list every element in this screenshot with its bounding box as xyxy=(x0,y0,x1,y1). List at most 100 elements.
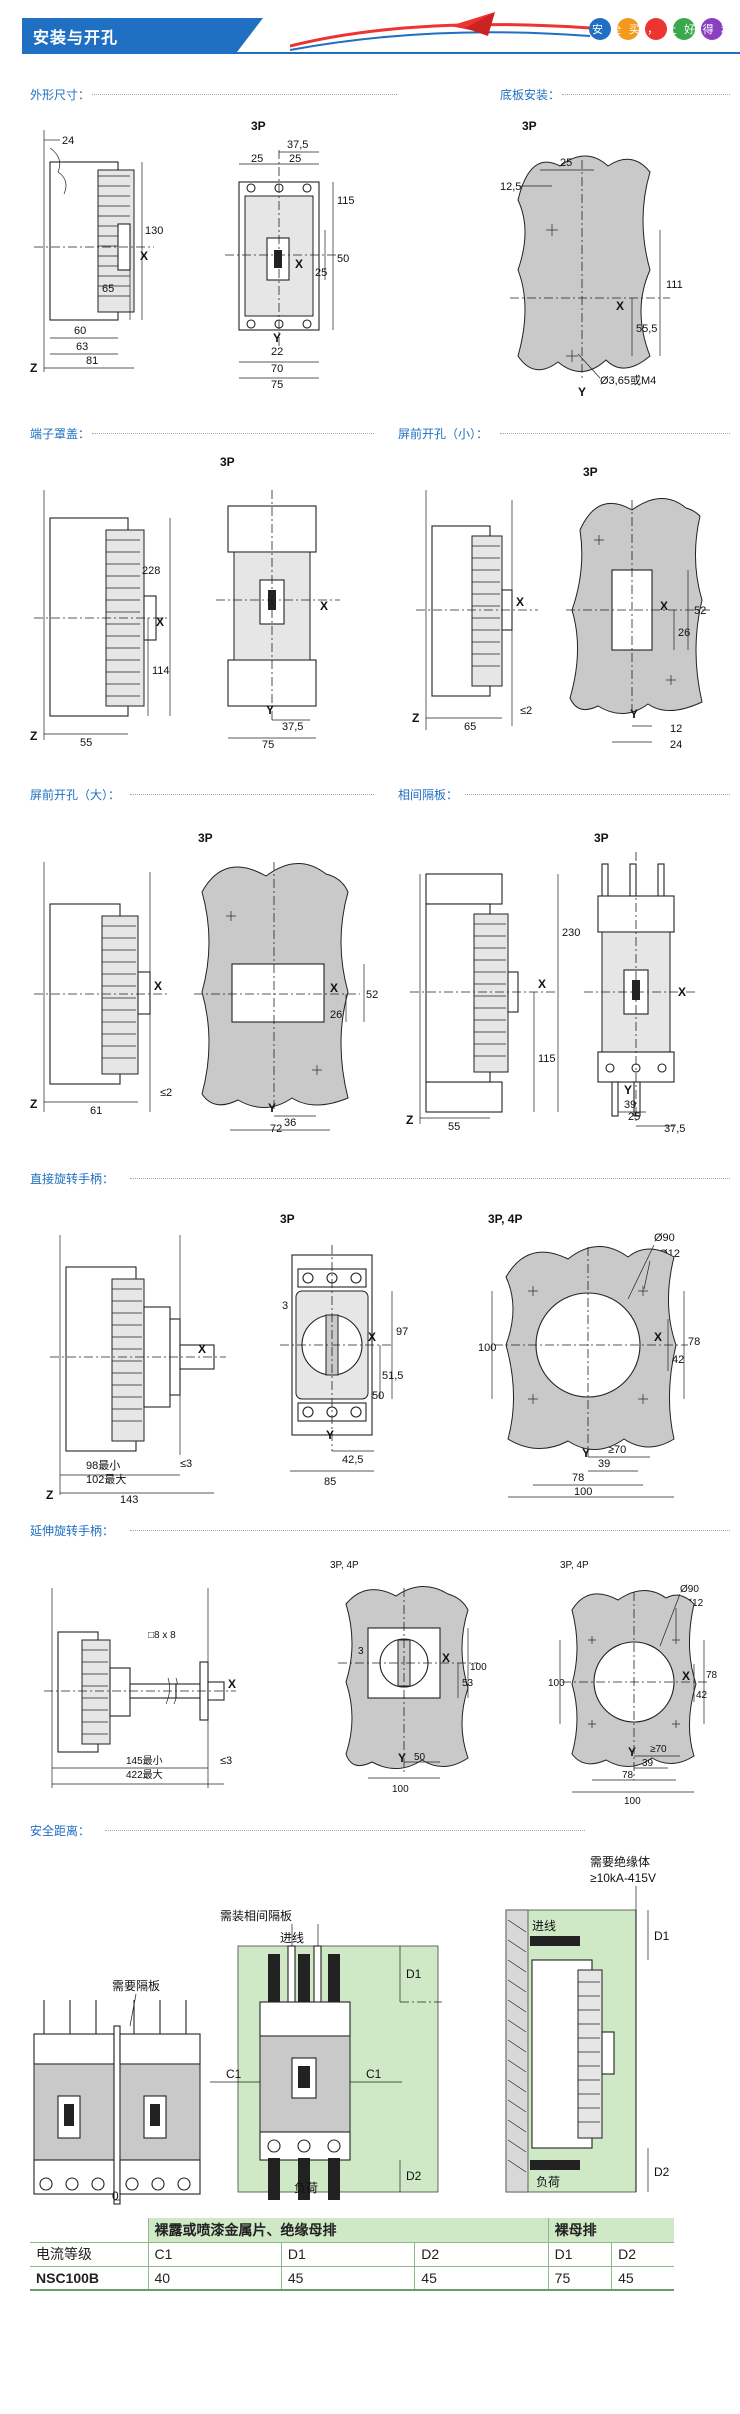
dim-100: 100 xyxy=(470,1662,487,1673)
section-rule xyxy=(92,94,397,95)
dim-228: 228 xyxy=(142,565,160,577)
dim-39: 39 xyxy=(598,1458,610,1470)
dim-42-5: 42,5 xyxy=(342,1454,363,1466)
table-col-c1: C1 xyxy=(147,2242,282,2267)
axis-y-label: Y xyxy=(326,1428,334,1442)
label-d1: D1 xyxy=(406,1967,422,1981)
extended-handle-cutout-view: 3P, 4P Ø90 4 Ø12 100 X 78 42 Y ≥70 39 78… xyxy=(548,1560,718,1807)
dim-36: 36 xyxy=(284,1117,296,1129)
section-outline: 外形尺寸： xyxy=(30,88,91,102)
axis-y-label: Y xyxy=(398,1751,406,1765)
page-title: 安装与开孔 xyxy=(33,28,119,47)
axis-y-label: Y xyxy=(630,707,638,721)
slogan-badge: 安全买，上好得利 xyxy=(589,18,732,40)
dim-60: 60 xyxy=(74,325,86,337)
dim-le2: ≤2 xyxy=(520,705,532,717)
table-col-d1: D1 xyxy=(280,2242,415,2267)
section-rule xyxy=(562,94,730,95)
outline-front-view: 3P 37,5 25 25 115 X 50 25 Y 22 70 75 xyxy=(225,119,355,391)
table-row: NSC100B 40 45 45 75 45 xyxy=(30,2266,674,2291)
label-insulator-rating: ≥10kA-415V xyxy=(590,1871,656,1885)
label-3p: 3P xyxy=(522,119,537,133)
axis-y-label: Y xyxy=(268,1101,276,1115)
table-cell: 45 xyxy=(280,2266,415,2291)
axis-z-label: Z xyxy=(412,711,419,725)
table-row-name: NSC100B xyxy=(30,2266,148,2291)
axis-x-label: X xyxy=(538,977,546,991)
dim-100-bottom: 100 xyxy=(392,1784,409,1795)
dim-85: 85 xyxy=(324,1476,336,1488)
header-title-tab xyxy=(22,18,263,52)
dim-le3: ≤3 xyxy=(180,1458,192,1470)
breaker-left xyxy=(33,2000,115,2195)
table-cell: 75 xyxy=(547,2266,612,2291)
dim-37-5: 37,5 xyxy=(282,721,303,733)
dim-72: 72 xyxy=(270,1123,282,1135)
section-rule xyxy=(500,433,730,434)
dim-65: 65 xyxy=(102,283,114,295)
axis-z-label: Z xyxy=(30,729,37,743)
label-3p: 3P xyxy=(594,831,609,845)
label-rod-8x8: □8 x 8 xyxy=(148,1630,176,1641)
axis-x-label: X xyxy=(442,1651,450,1665)
dim-52: 52 xyxy=(366,989,378,1001)
axis-y-label: Y xyxy=(624,1083,632,1097)
axis-y-label: Y xyxy=(628,1745,636,1759)
section-rule xyxy=(105,1830,585,1831)
panel-cut-large-drawing: 3P X Z 61 ≤2 X 52 26 Y 36 72 xyxy=(30,831,378,1135)
dim-75: 75 xyxy=(262,739,274,751)
dim-55: 55 xyxy=(80,737,92,749)
dim-70: 70 xyxy=(271,363,283,375)
dim-230: 230 xyxy=(562,927,580,939)
dim-24: 24 xyxy=(670,739,682,751)
label-zero: 0 xyxy=(112,2189,119,2203)
section-rule xyxy=(130,794,374,795)
dim-26: 26 xyxy=(678,627,690,639)
dim-51-5: 51,5 xyxy=(382,1370,403,1382)
axis-y-label: Y xyxy=(578,385,586,399)
label-incoming: 进线 xyxy=(280,1931,304,1945)
label-need-barrier: 需要隔板 xyxy=(112,1979,160,1993)
dim-12: 12 xyxy=(670,723,682,735)
label-422-max: 422最大 xyxy=(126,1768,163,1781)
axis-x-label: X xyxy=(156,615,164,629)
label-phi90: Ø90 xyxy=(680,1584,699,1595)
dim-ge70: ≥70 xyxy=(650,1744,667,1755)
safety-distance-drawing: 需要隔板 0 需装相间隔板 进线 负荷 D1 D2 C1 C1 需要绝 xyxy=(33,1854,670,2205)
label-145-min: 145最小 xyxy=(126,1755,163,1767)
dim-3: 3 xyxy=(282,1300,288,1312)
axis-x-label: X xyxy=(198,1342,206,1356)
label-d1: D1 xyxy=(654,1929,670,1943)
panel-cut-small-drawing: 3P X Z 65 ≤2 X 52 26 Y 12 24 xyxy=(412,465,710,751)
section-rule xyxy=(92,433,374,434)
dim-37-5: 37,5 xyxy=(287,139,308,151)
phase-barrier-drawing: 3P 230 X 115 Z 55 X Y 39 25 37,5 xyxy=(406,831,698,1135)
breaker-right xyxy=(119,2000,201,2195)
dim-130: 130 xyxy=(145,225,163,237)
dim-97: 97 xyxy=(396,1326,408,1338)
dim-75: 75 xyxy=(271,379,283,391)
dim-100-bottom: 100 xyxy=(624,1796,641,1807)
safety-distance-table: 裸露或喷漆金属片、绝缘母排 裸母排 电流等级 C1 D1 D2 D1 D2 NS… xyxy=(30,2218,674,2291)
axis-x-label: X xyxy=(678,985,686,999)
dim-42: 42 xyxy=(696,1690,708,1701)
label-phi90: Ø90 xyxy=(654,1232,675,1244)
section-rule xyxy=(130,1178,730,1179)
axis-x-label: X xyxy=(295,257,303,271)
label-hole-m4: Ø3,65或M4 xyxy=(600,374,656,387)
axis-z-label: Z xyxy=(406,1113,413,1127)
dim-81: 81 xyxy=(86,355,98,367)
table-cell: 45 xyxy=(414,2266,549,2291)
dim-55: 55 xyxy=(448,1121,460,1133)
table-group-a: 裸露或喷漆金属片、绝缘母排 xyxy=(147,2218,549,2243)
label-3p: 3P xyxy=(583,465,598,479)
table-cell: 45 xyxy=(611,2266,674,2291)
section-rule xyxy=(130,1530,730,1531)
dim-25-left: 25 xyxy=(251,153,263,165)
table-column-header: 电流等级 C1 D1 D2 D1 D2 xyxy=(30,2242,674,2267)
label-c1-left: C1 xyxy=(226,2067,242,2081)
section-base-mount: 底板安装： xyxy=(500,88,561,102)
dim-78: 78 xyxy=(706,1670,718,1681)
header-swoosh-graphic xyxy=(290,12,590,51)
dim-52: 52 xyxy=(694,605,706,617)
